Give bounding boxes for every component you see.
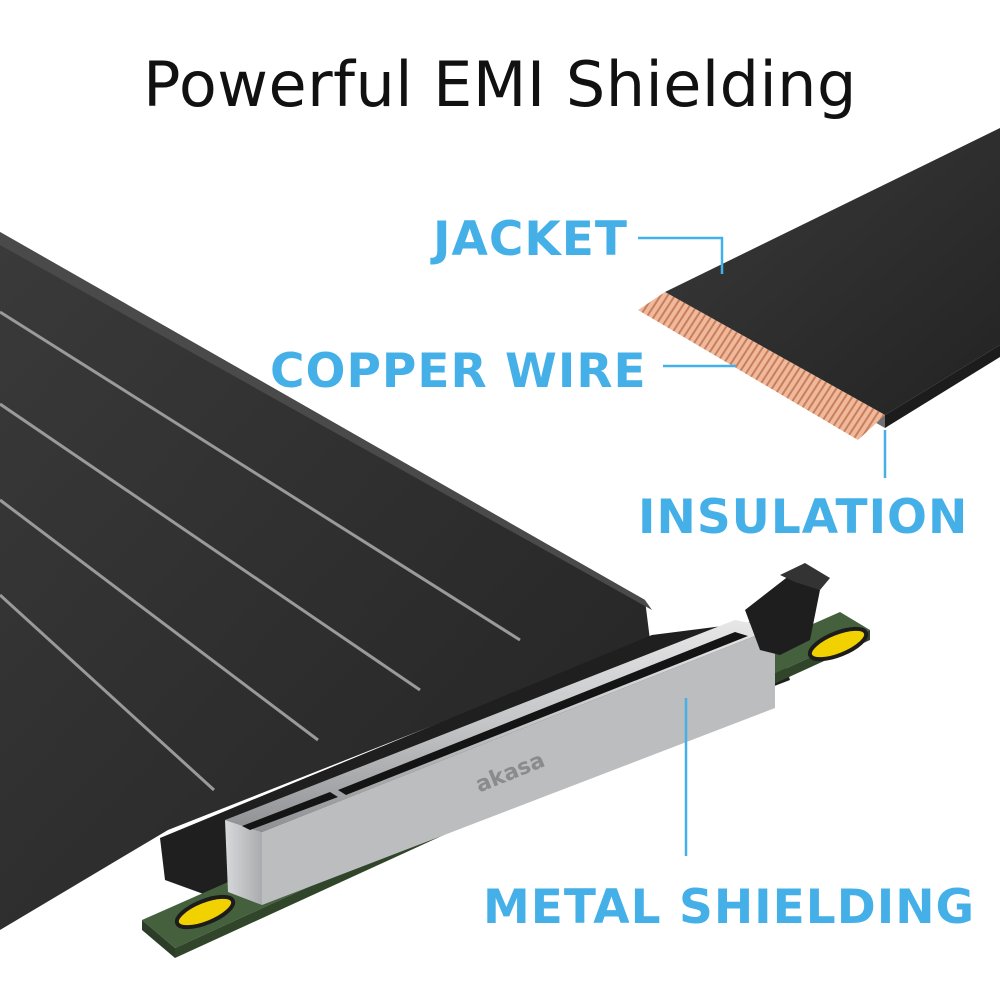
retention-latch	[745, 575, 820, 655]
page-title: Powerful EMI Shielding	[143, 48, 857, 121]
jacket-label: JACKET	[433, 212, 628, 267]
insulation-label: INSULATION	[638, 490, 969, 545]
copper-wire-label: COPPER WIRE	[270, 344, 647, 399]
callout-jacket	[638, 236, 724, 274]
metal-shielding-label: METAL SHIELDING	[483, 880, 976, 935]
callout-lines	[638, 236, 887, 856]
cable-cross-section	[638, 128, 1000, 440]
metal-shielded-slot: akasa	[225, 563, 830, 905]
mounting-pad-left-icon	[174, 894, 236, 930]
copper-wire-strands	[638, 292, 885, 440]
jacket-surface	[665, 128, 1000, 415]
mounting-pad-right-icon	[807, 626, 869, 662]
